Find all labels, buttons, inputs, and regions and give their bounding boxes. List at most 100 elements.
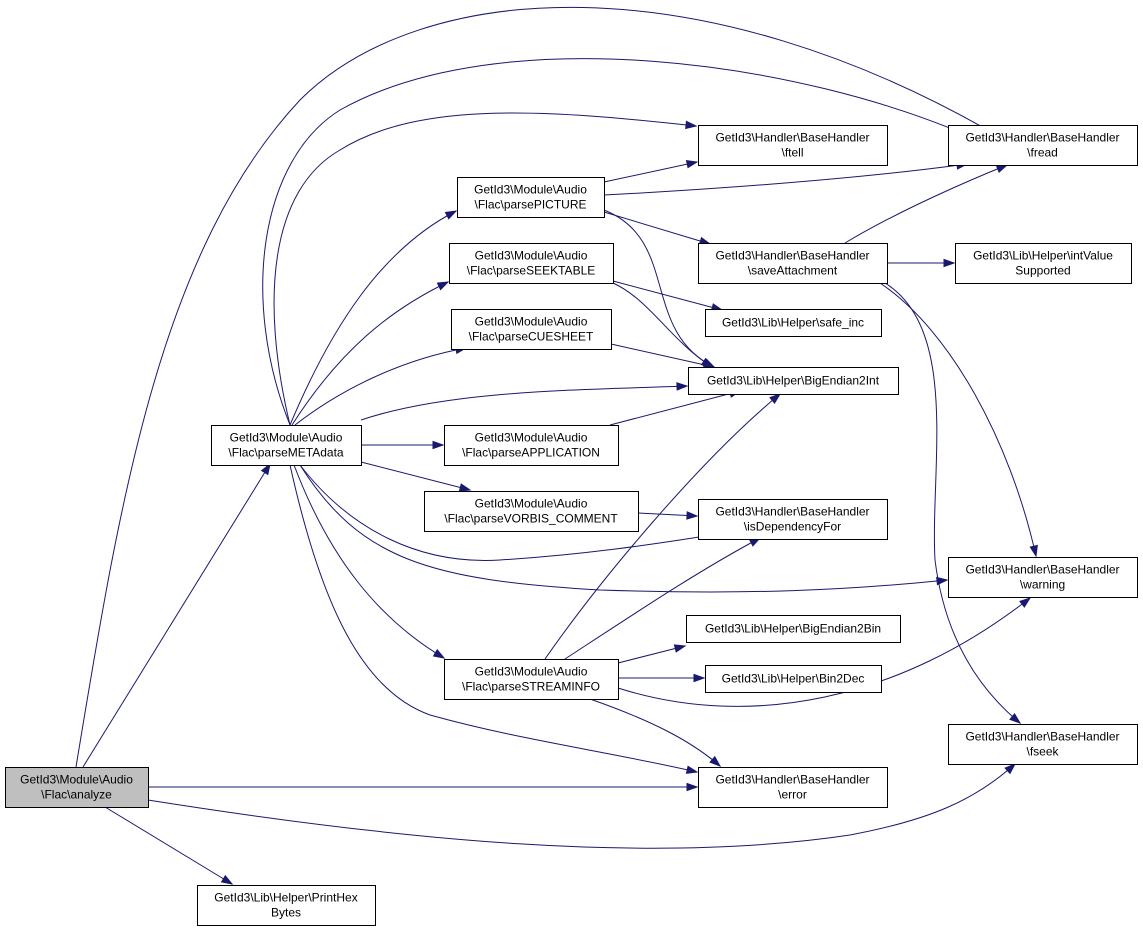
node-isdependencyfor[interactable]: GetId3\Handler\BaseHandler\isDependencyF… <box>698 499 888 540</box>
node-label: \Flac\parsePICTURE <box>474 198 586 212</box>
arrowhead-icon <box>769 393 782 405</box>
edge-line <box>544 393 781 660</box>
node-box <box>424 491 639 532</box>
node-label: GetId3\Module\Audio <box>475 665 588 679</box>
edge-line <box>564 537 761 660</box>
node-label: GetId3\Handler\BaseHandler <box>965 131 1119 145</box>
edge-meta-parsecuesheet <box>294 345 468 426</box>
node-label: \warning <box>1020 578 1065 592</box>
node-box <box>211 425 362 466</box>
node-label: GetId3\Handler\BaseHandler <box>965 563 1119 577</box>
edge-line <box>294 347 467 426</box>
node-bin2dec[interactable]: GetId3\Lib\Helper\Bin2Dec <box>705 665 882 693</box>
node-box <box>698 767 888 808</box>
node-error[interactable]: GetId3\Handler\BaseHandler\error <box>698 767 888 808</box>
node-parseseektable[interactable]: GetId3\Module\Audio\Flac\parseSEEKTABLE <box>449 243 614 284</box>
node-label: Bytes <box>271 906 301 920</box>
node-analyze[interactable]: GetId3\Module\Audio\Flac\analyze <box>5 767 149 808</box>
node-label: GetId3\Lib\Helper\safe_inc <box>722 316 864 330</box>
edge-vorbis-isdependencyfor <box>637 511 699 520</box>
edge-streaminfo-warning <box>617 597 1032 707</box>
node-label: GetId3\Module\Audio <box>475 315 588 329</box>
node-ftell[interactable]: GetId3\Handler\BaseHandler\ftell <box>698 125 888 166</box>
edge-seektable-safeinc <box>612 280 724 312</box>
node-fread[interactable]: GetId3\Handler\BaseHandler\fread <box>948 125 1138 166</box>
edge-line <box>289 464 698 773</box>
node-parsepicture[interactable]: GetId3\Module\Audio\Flac\parsePICTURE <box>457 177 605 218</box>
node-safeinc[interactable]: GetId3\Lib\Helper\safe_inc <box>705 309 882 337</box>
edge-line <box>82 463 271 768</box>
arrowhead-icon <box>709 755 722 767</box>
node-bigendian2int[interactable]: GetId3\Lib\Helper\BigEndian2Int <box>688 367 899 395</box>
edge-saveattachment-intvalue <box>887 258 956 268</box>
node-label: GetId3\Lib\Helper\intValue <box>973 249 1113 263</box>
node-saveattachment[interactable]: GetId3\Handler\BaseHandler\saveAttachmen… <box>698 243 888 284</box>
arrowhead-icon <box>676 382 689 391</box>
edge-application-bigendian2int <box>609 389 742 426</box>
node-parsevorbis[interactable]: GetId3\Module\Audio\Flac\parseVORBIS_COM… <box>424 491 639 532</box>
node-label: \Flac\parseMETAdata <box>228 446 343 460</box>
node-parsemetadata[interactable]: GetId3\Module\Audio\Flac\parseMETAdata <box>211 425 362 466</box>
node-box <box>688 367 899 395</box>
arrowhead-icon <box>444 210 458 220</box>
edge-line <box>610 343 715 368</box>
node-label: GetId3\Handler\BaseHandler <box>715 773 869 787</box>
edge-line <box>75 6 1006 768</box>
node-box <box>705 309 882 337</box>
arrowhead-icon <box>936 576 949 586</box>
edge-line <box>293 464 445 659</box>
node-label: GetId3\Module\Audio <box>475 497 588 511</box>
edge-picture-fread <box>603 161 969 196</box>
node-label: \saveAttachment <box>748 264 838 278</box>
node-label: \Flac\parseCUESHEET <box>469 330 594 344</box>
node-label: GetId3\Module\Audio <box>475 249 588 263</box>
node-warning[interactable]: GetId3\Handler\BaseHandler\warning <box>948 557 1138 598</box>
node-label: \Flac\parseAPPLICATION <box>462 446 600 460</box>
node-label: \fread <box>1027 146 1058 160</box>
edge-analyze-parsemetadata <box>82 462 271 768</box>
node-box <box>449 243 614 284</box>
arrowhead-icon <box>432 440 445 450</box>
node-box <box>5 767 149 808</box>
node-label: \isDependencyFor <box>744 520 841 534</box>
edge-line <box>262 58 979 426</box>
node-label: GetId3\Lib\Helper\BigEndian2Bin <box>705 622 881 636</box>
node-label: GetId3\Module\Audio <box>20 773 133 787</box>
edge-saveattachment-fread <box>844 164 1009 244</box>
arrowhead-icon <box>693 673 706 683</box>
edge-line <box>603 209 715 368</box>
node-box <box>698 499 888 540</box>
node-parsecuesheet[interactable]: GetId3\Module\Audio\Flac\parseCUESHEET <box>451 309 612 350</box>
node-parseapplication[interactable]: GetId3\Module\Audio\Flac\parseAPPLICATIO… <box>444 425 619 466</box>
node-box <box>705 665 882 693</box>
node-box <box>686 615 901 643</box>
arrowhead-icon <box>685 765 699 774</box>
edge-line <box>589 698 721 767</box>
edge-meta-parseseektable <box>291 281 450 426</box>
node-box <box>948 557 1138 598</box>
edge-picture-ftell <box>603 159 699 183</box>
arrowhead-icon <box>458 483 472 492</box>
node-label: GetId3\Handler\BaseHandler <box>715 131 869 145</box>
edge-streaminfo-error <box>589 698 722 767</box>
node-label: \Flac\analyze <box>41 788 112 802</box>
edge-saveattachment-warning <box>879 282 1038 558</box>
node-box <box>948 724 1138 765</box>
node-label: GetId3\Lib\Helper\Bin2Dec <box>722 672 865 686</box>
node-label: GetId3\Handler\BaseHandler <box>965 730 1119 744</box>
edge-analyze-printhex <box>104 806 234 885</box>
edge-line <box>291 281 449 426</box>
arrowhead-icon <box>220 874 234 885</box>
node-fseek[interactable]: GetId3\Handler\BaseHandler\fseek <box>948 724 1138 765</box>
edge-meta-bigendian2int <box>360 382 689 421</box>
node-box <box>197 885 376 926</box>
arrowhead-icon <box>1029 544 1038 558</box>
arrowhead-icon <box>673 644 687 653</box>
edge-meta-parsestreaminfo <box>293 464 446 659</box>
node-parsestreaminfo[interactable]: GetId3\Module\Audio\Flac\parseSTREAMINFO <box>444 659 619 700</box>
node-bigendian2bin[interactable]: GetId3\Lib\Helper\BigEndian2Bin <box>686 615 901 643</box>
node-label: GetId3\Module\Audio <box>475 431 588 445</box>
